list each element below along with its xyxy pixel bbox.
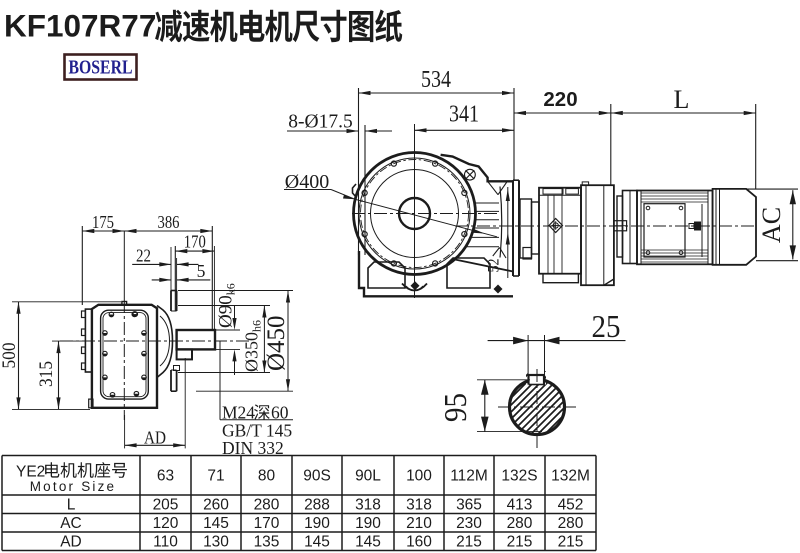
svg-text:160: 160 — [406, 534, 432, 551]
svg-text:90S: 90S — [303, 468, 331, 485]
svg-text:KF107R77: KF107R77 — [4, 8, 156, 44]
svg-text:315: 315 — [36, 361, 57, 387]
svg-text:341: 341 — [449, 102, 479, 128]
svg-text:110: 110 — [153, 534, 178, 551]
svg-text:132S: 132S — [501, 468, 537, 485]
svg-text:215: 215 — [507, 534, 533, 551]
svg-text:135: 135 — [254, 534, 280, 551]
svg-text:63: 63 — [157, 468, 174, 485]
svg-text:500: 500 — [0, 343, 20, 369]
svg-text:280: 280 — [558, 515, 584, 532]
svg-text:GB/T 145: GB/T 145 — [222, 421, 292, 441]
svg-text:AD: AD — [144, 428, 166, 448]
svg-text:Ø350h6: Ø350h6 — [242, 320, 264, 372]
svg-text:145: 145 — [304, 534, 330, 551]
svg-text:DIN 332: DIN 332 — [222, 438, 284, 458]
svg-text:318: 318 — [355, 497, 381, 514]
svg-text:452: 452 — [558, 497, 584, 514]
svg-text:Motor Size: Motor Size — [30, 479, 117, 494]
svg-text:386: 386 — [158, 212, 180, 232]
svg-text:90L: 90L — [355, 468, 381, 485]
svg-text:52: 52 — [486, 259, 503, 273]
svg-text:AD: AD — [60, 534, 82, 551]
svg-text:288: 288 — [304, 497, 330, 514]
svg-text:170: 170 — [184, 232, 206, 252]
svg-text:22: 22 — [136, 246, 151, 266]
svg-text:120: 120 — [153, 515, 179, 532]
svg-text:318: 318 — [406, 497, 432, 514]
svg-text:145: 145 — [203, 515, 229, 532]
svg-text:145: 145 — [355, 534, 381, 551]
svg-text:Ø400: Ø400 — [285, 171, 329, 193]
svg-text:280: 280 — [254, 497, 280, 514]
svg-text:112M: 112M — [450, 468, 488, 485]
svg-text:220: 220 — [543, 88, 577, 111]
svg-text:AC: AC — [60, 515, 82, 532]
svg-text:M24: M24 — [222, 403, 255, 423]
svg-text:132M: 132M — [551, 468, 590, 485]
svg-text:95: 95 — [437, 393, 473, 422]
svg-text:190: 190 — [304, 515, 330, 532]
svg-text:Ø450: Ø450 — [263, 315, 290, 371]
svg-text:AC: AC — [757, 207, 786, 243]
svg-text:215: 215 — [456, 534, 482, 551]
svg-text:80: 80 — [258, 468, 276, 485]
svg-text:71: 71 — [207, 468, 224, 485]
svg-text:130: 130 — [203, 534, 229, 551]
svg-text:534: 534 — [421, 67, 451, 93]
svg-text:25: 25 — [592, 308, 621, 344]
svg-text:170: 170 — [254, 515, 280, 532]
svg-text:YE2: YE2 — [16, 464, 45, 481]
svg-text:175: 175 — [92, 212, 114, 232]
svg-text:60: 60 — [271, 403, 289, 423]
svg-text:L: L — [67, 497, 76, 514]
svg-text:100: 100 — [406, 468, 432, 485]
svg-text:190: 190 — [355, 515, 381, 532]
svg-text:L: L — [674, 85, 690, 114]
svg-text:215: 215 — [558, 534, 584, 551]
svg-text:260: 260 — [203, 497, 229, 514]
svg-text:230: 230 — [456, 515, 482, 532]
svg-text:280: 280 — [507, 515, 533, 532]
svg-text:8-Ø17.5: 8-Ø17.5 — [288, 112, 352, 133]
svg-text:365: 365 — [456, 497, 482, 514]
svg-text:5: 5 — [197, 261, 206, 281]
svg-text:210: 210 — [406, 515, 432, 532]
svg-text:413: 413 — [507, 497, 533, 514]
svg-text:205: 205 — [153, 497, 179, 514]
svg-text:BOSERL: BOSERL — [69, 57, 133, 79]
